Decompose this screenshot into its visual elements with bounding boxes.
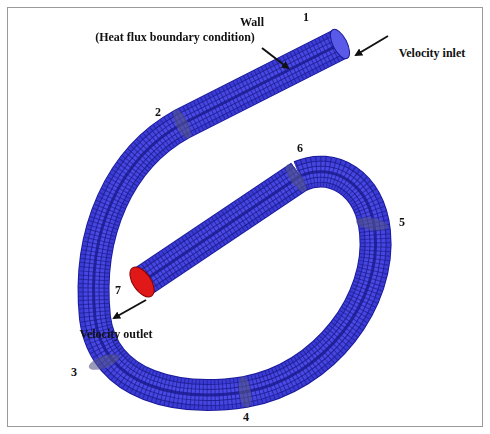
region-label: Wall [240, 15, 264, 29]
callout-number: 2 [155, 105, 161, 119]
callout-number: 7 [115, 283, 121, 297]
boundary-label: Velocity inlet [399, 46, 466, 60]
region-label: (Heat flux boundary condition) [95, 30, 255, 44]
callout-number: 6 [297, 141, 303, 155]
callout-number: 1 [303, 10, 309, 24]
callout-number: 4 [243, 410, 249, 424]
boundary-label: Velocity outlet [79, 327, 152, 341]
callout-number: 5 [399, 215, 405, 229]
callout-number: 3 [71, 365, 77, 379]
